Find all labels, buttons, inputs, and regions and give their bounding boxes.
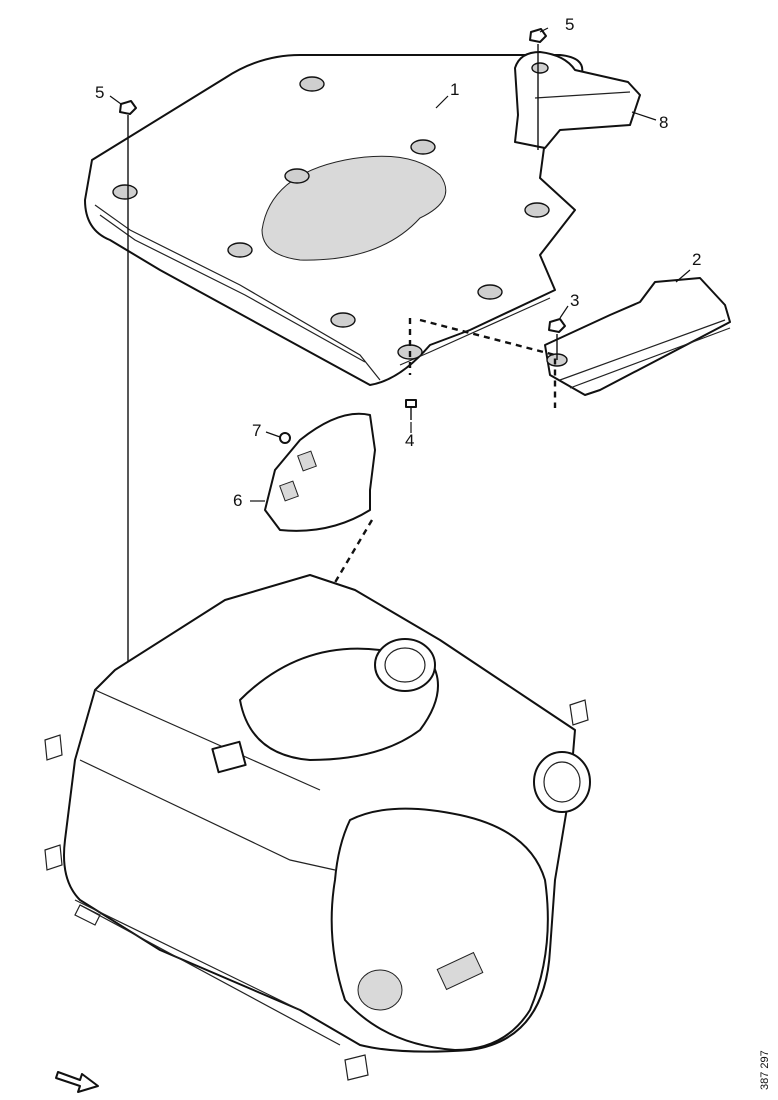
direction-arrow-icon: [55, 1071, 99, 1093]
callout-3: 3: [570, 291, 579, 310]
exhaust-filter-assembly: [44, 574, 591, 1081]
callout-1: 1: [450, 80, 459, 99]
callout-5-right: 5: [565, 15, 574, 34]
deflector-part-6: [264, 412, 376, 532]
nut-part-3: [548, 318, 566, 333]
bolt-part-4: [405, 399, 417, 420]
callout-4: 4: [405, 431, 414, 450]
nut-part-5-left: [119, 100, 137, 115]
leader-lines: [109, 27, 691, 502]
callout-6: 6: [233, 491, 242, 510]
callout-7: 7: [252, 421, 261, 440]
callout-5-left: 5: [95, 83, 104, 102]
reference-number: 387 297: [759, 1050, 771, 1090]
callout-2: 2: [692, 250, 701, 269]
bracket-part-8: [514, 51, 641, 149]
nut-part-5-right: [529, 28, 547, 43]
nut-part-7: [279, 432, 291, 444]
heat-shield-plate: [84, 54, 584, 386]
callout-8: 8: [659, 113, 668, 132]
